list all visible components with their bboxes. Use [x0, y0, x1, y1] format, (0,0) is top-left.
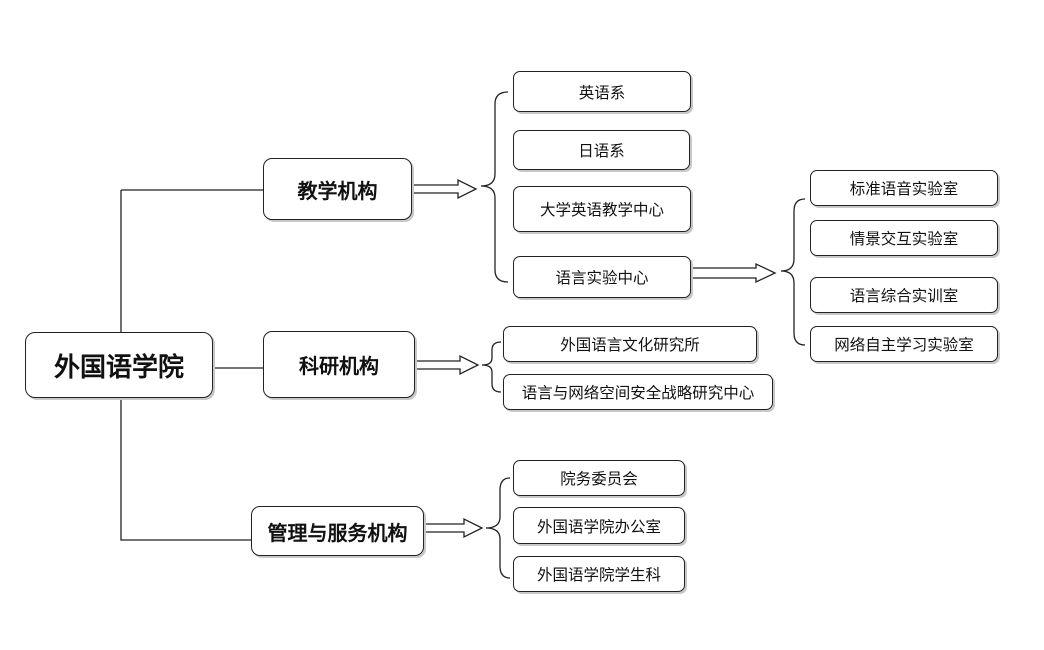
arrow-teaching — [411, 178, 478, 200]
curly-braces — [480, 91, 806, 579]
node-standard-phonetics-lab: 标准语音实验室 — [810, 170, 998, 206]
node-self-study-lab: 网络自主学习实验室 — [810, 326, 998, 362]
arrow-management — [423, 517, 484, 539]
branch-teaching: 教学机构 — [263, 158, 412, 220]
brace-research — [481, 341, 502, 393]
arrow-research — [414, 354, 480, 376]
node-scenario-interaction-lab: 情景交互实验室 — [810, 220, 998, 256]
hollow-arrows — [411, 178, 777, 539]
node-college-office: 外国语学院办公室 — [513, 507, 685, 544]
trunk-connectors — [120, 189, 263, 541]
brace-teaching — [480, 91, 509, 283]
root-node: 外国语学院 — [25, 332, 213, 398]
node-college-committee: 院务委员会 — [513, 460, 685, 496]
branch-management: 管理与服务机构 — [251, 506, 424, 556]
node-student-affairs: 外国语学院学生科 — [513, 556, 685, 592]
node-japanese-dept: 日语系 — [513, 130, 690, 170]
node-foreign-culture-institute: 外国语言文化研究所 — [503, 326, 757, 362]
node-cyberspace-security-center: 语言与网络空间安全战略研究中心 — [503, 374, 773, 410]
node-english-dept: 英语系 — [513, 71, 691, 112]
node-language-training-room: 语言综合实训室 — [810, 277, 998, 313]
node-language-lab-center: 语言实验中心 — [513, 256, 691, 298]
brace-lab-center — [780, 198, 806, 346]
brace-management — [485, 477, 511, 579]
node-college-english-center: 大学英语教学中心 — [513, 186, 691, 232]
branch-research: 科研机构 — [263, 331, 415, 398]
arrow-lab-center — [691, 262, 777, 284]
